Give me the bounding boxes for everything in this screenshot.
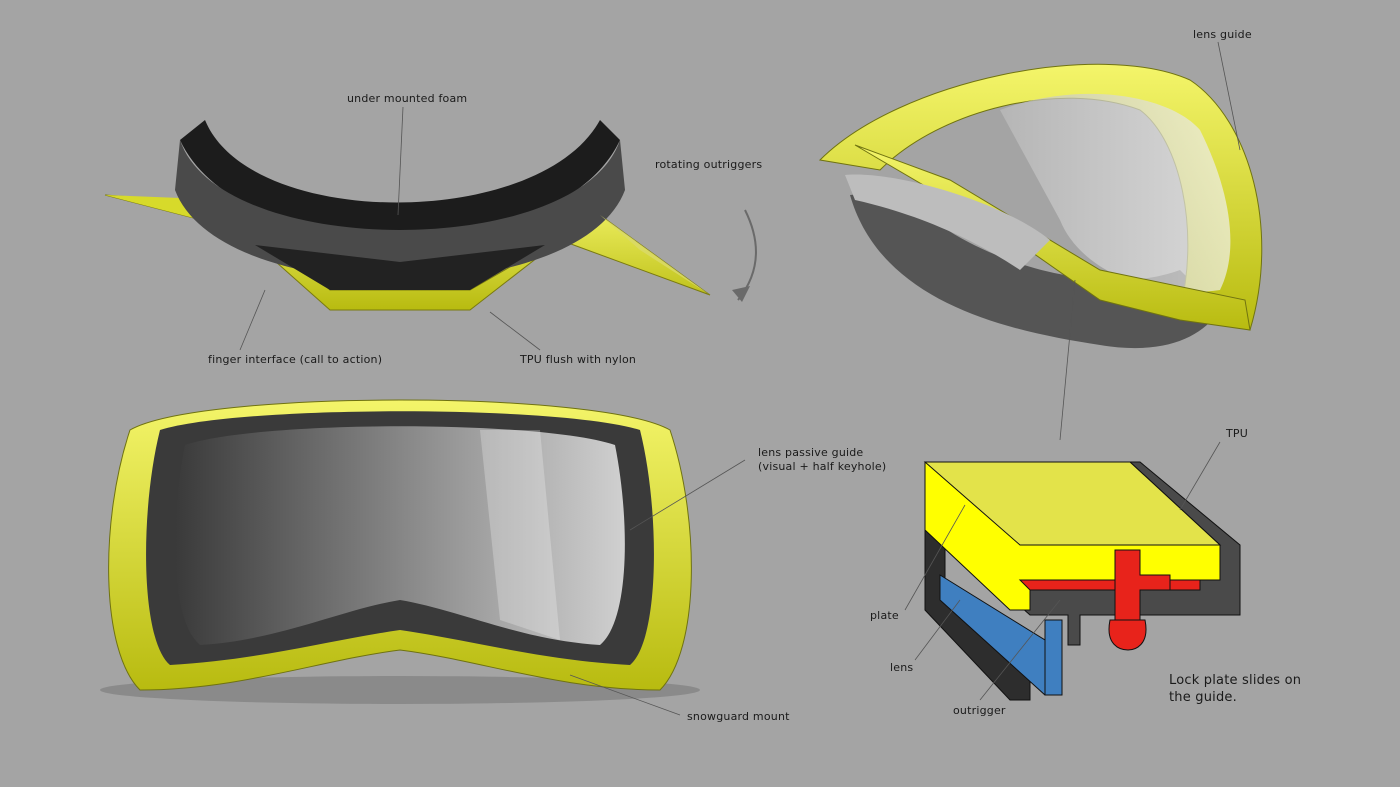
label-tpu-flush: TPU flush with nylon [520,353,637,366]
label-lens: lens [890,661,914,674]
label-plate: plate [870,609,899,622]
label-finger-interface: finger interface (call to action) [208,353,383,366]
goggle-front-view [100,399,700,704]
lock-plate-cross-section [923,461,1241,701]
label-outrigger: outrigger [953,704,1006,717]
label-lens-guide: lens guide [1193,28,1252,41]
note-lock-plate: Lock plate slides on the guide. [1169,673,1302,705]
label-tpu: TPU [1226,427,1249,440]
leader-lines [239,41,1241,716]
label-snowguard-mount: snowguard mount [687,710,790,723]
goggle-top-view [104,120,757,311]
label-lens-passive-guide: lens passive guide [758,446,864,459]
label-rotating-outriggers: rotating outriggers [655,158,763,171]
label-under-mounted-foam: under mounted foam [347,92,468,105]
label-lens-passive-guide-note: (visual + half keyhole) [758,460,887,473]
goggle-three-quarter-view [818,63,1263,349]
